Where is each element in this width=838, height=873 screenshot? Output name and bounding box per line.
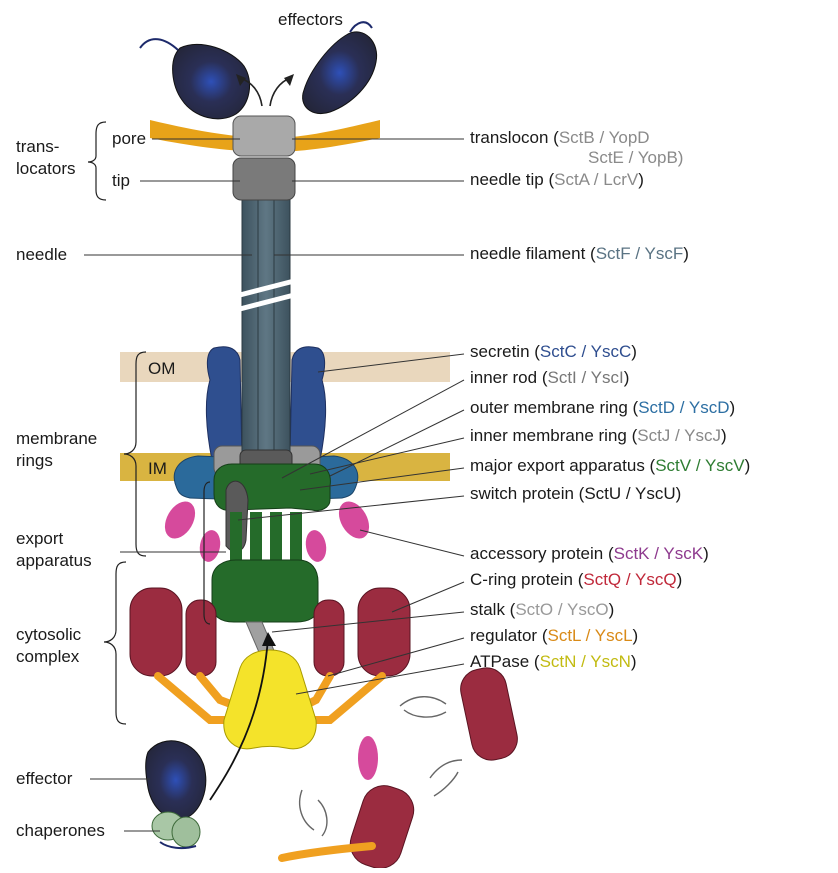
inner-membrane-ring-name: inner membrane ring (	[470, 426, 637, 445]
outer-membrane-ring-close: )	[730, 398, 736, 417]
needle-filament-code: SctF / YscF	[596, 244, 684, 263]
needle-filament	[236, 196, 298, 458]
label-regulator: regulator (SctL / YscL)	[470, 626, 638, 646]
atpase-hexamer	[224, 650, 316, 749]
c-ring-protein-code: SctQ / YscQ	[583, 570, 676, 589]
label-needle: needle	[16, 245, 67, 264]
label-stalk: stalk (SctO / YscO)	[470, 600, 614, 620]
translocon-pore	[233, 116, 295, 156]
label-tip: tip	[112, 171, 130, 190]
bracket-cytosolic-complex	[104, 562, 126, 724]
atpase-name: ATPase (	[470, 652, 540, 671]
label-pore: pore	[112, 129, 146, 148]
label-om: OM	[148, 359, 175, 378]
label-translocon: translocon (SctB / YopD	[470, 128, 650, 148]
c-ring-protein-close: )	[677, 570, 683, 589]
label-secretin: secretin (SctC / YscC)	[470, 342, 637, 362]
inner-membrane-ring-code: SctJ / YscJ	[637, 426, 721, 445]
c-ring-subunit-2	[186, 600, 216, 676]
inner-membrane-ring-close: )	[721, 426, 727, 445]
needle-filament-name: needle filament (	[470, 244, 596, 263]
major-export-apparatus-code: SctV / YscV	[655, 456, 744, 475]
effectors-title: effectors	[278, 10, 343, 29]
accessory-protein-4	[333, 496, 376, 544]
atpase-close: )	[631, 652, 637, 671]
atpase-code: SctN / YscN	[540, 652, 631, 671]
label-im: IM	[148, 459, 167, 478]
label-c-ring-protein: C-ring protein (SctQ / YscQ)	[470, 570, 682, 590]
secreted-effector-left	[140, 39, 250, 119]
label-atpase: ATPase (SctN / YscN)	[470, 652, 637, 672]
secretin-left	[206, 347, 242, 460]
label-export-apparatus-1: export	[16, 529, 64, 548]
free-accessory-protein	[358, 736, 378, 780]
label-effector: effector	[16, 769, 73, 788]
label-translocon-line2: SctE / YopB)	[588, 148, 683, 168]
secretin-code: SctC / YscC	[540, 342, 631, 361]
label-membrane-rings-1: membrane	[16, 429, 97, 448]
regulator-name: regulator (	[470, 626, 547, 645]
free-c-ring-complex	[345, 780, 420, 868]
c-ring-protein-name: C-ring protein (	[470, 570, 583, 589]
secreted-effector-right	[303, 22, 377, 113]
needle-tip-code: SctA / LcrV	[554, 170, 638, 189]
label-translocators-2: locators	[16, 159, 76, 178]
label-export-apparatus-2: apparatus	[16, 551, 92, 570]
label-major-export-apparatus: major export apparatus (SctV / YscV)	[470, 456, 750, 476]
outer-membrane-ring-code: SctD / YscD	[638, 398, 729, 417]
inner-rod-close: )	[624, 368, 630, 387]
accessory-protein-3	[303, 529, 328, 564]
label-needle-filament: needle filament (SctF / YscF)	[470, 244, 689, 264]
c-ring-subunit-3	[314, 600, 344, 676]
label-translocators-1: trans-	[16, 137, 59, 156]
major-export-apparatus-name: major export apparatus (	[470, 456, 655, 475]
label-accessory-protein: accessory protein (SctK / YscK)	[470, 544, 709, 564]
free-c-ring-subunit	[457, 664, 521, 764]
needle-filament-close: )	[683, 244, 689, 263]
stalk-code: SctO / YscO	[515, 600, 608, 619]
label-outer-membrane-ring: outer membrane ring (SctD / YscD)	[470, 398, 735, 418]
secretin-right	[290, 347, 326, 460]
label-inner-membrane-ring: inner membrane ring (SctJ / YscJ)	[470, 426, 727, 446]
label-cytosolic-complex-2: complex	[16, 647, 80, 666]
inner-rod-name: inner rod (	[470, 368, 547, 387]
translocon-code: SctB / YopD	[559, 128, 650, 147]
label-chaperones: chaperones	[16, 821, 105, 840]
needle-tip-name: needle tip (	[470, 170, 554, 189]
c-ring-subunit-1	[130, 588, 182, 676]
switch-protein-name: switch protein (SctU / YscU)	[470, 484, 681, 503]
stalk-name: stalk (	[470, 600, 515, 619]
label-needle-tip: needle tip (SctA / LcrV)	[470, 170, 644, 190]
accessory-protein-2	[197, 529, 222, 564]
outer-membrane-ring-name: outer membrane ring (	[470, 398, 638, 417]
regulator-code: SctL / YscL	[547, 626, 632, 645]
bracket-translocators	[88, 122, 106, 200]
label-membrane-rings-2: rings	[16, 451, 53, 470]
accessory-protein-code: SctK / YscK	[614, 544, 703, 563]
secretin-close: )	[631, 342, 637, 361]
secretin-name: secretin (	[470, 342, 540, 361]
translocon-name: translocon (	[470, 128, 559, 147]
needle-tip-close: )	[638, 170, 644, 189]
regulator-close: )	[633, 626, 639, 645]
inner-rod-code: SctI / YscI	[547, 368, 623, 387]
chaperones	[152, 812, 200, 848]
accessory-protein-close: )	[703, 544, 709, 563]
stalk-close: )	[609, 600, 615, 619]
accessory-protein-name: accessory protein (	[470, 544, 614, 563]
label-cytosolic-complex-1: cytosolic	[16, 625, 82, 644]
c-ring-subunit-4	[358, 588, 410, 676]
accessory-protein-1	[159, 496, 202, 544]
label-switch-protein: switch protein (SctU / YscU)	[470, 484, 681, 504]
major-export-apparatus-close: )	[745, 456, 751, 475]
label-inner-rod: inner rod (SctI / YscI)	[470, 368, 629, 388]
cytosolic-effector	[146, 741, 206, 819]
needle-tip	[233, 158, 295, 200]
